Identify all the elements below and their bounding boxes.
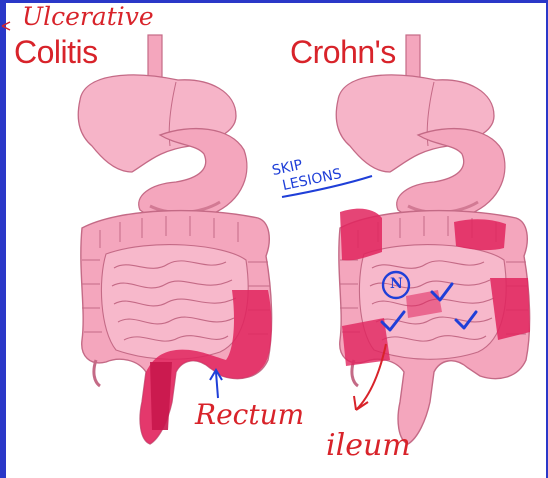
rectum-region [150, 362, 172, 430]
crohns-lesion [454, 219, 506, 250]
annotation-circle-label: N [390, 276, 403, 292]
pen-cursor-icon [2, 22, 10, 30]
annotation-rectum: Rectum [195, 398, 304, 431]
crohns-title: Crohn's [290, 34, 396, 71]
crohns-lesion [340, 209, 382, 261]
annotation-ileum: ileum [326, 428, 411, 463]
crohns-diagram [336, 35, 530, 444]
colitis-title: Colitis [14, 34, 98, 71]
annotation-ulcerative: Ulcerative [22, 2, 154, 31]
colitis-diagram [78, 35, 271, 444]
